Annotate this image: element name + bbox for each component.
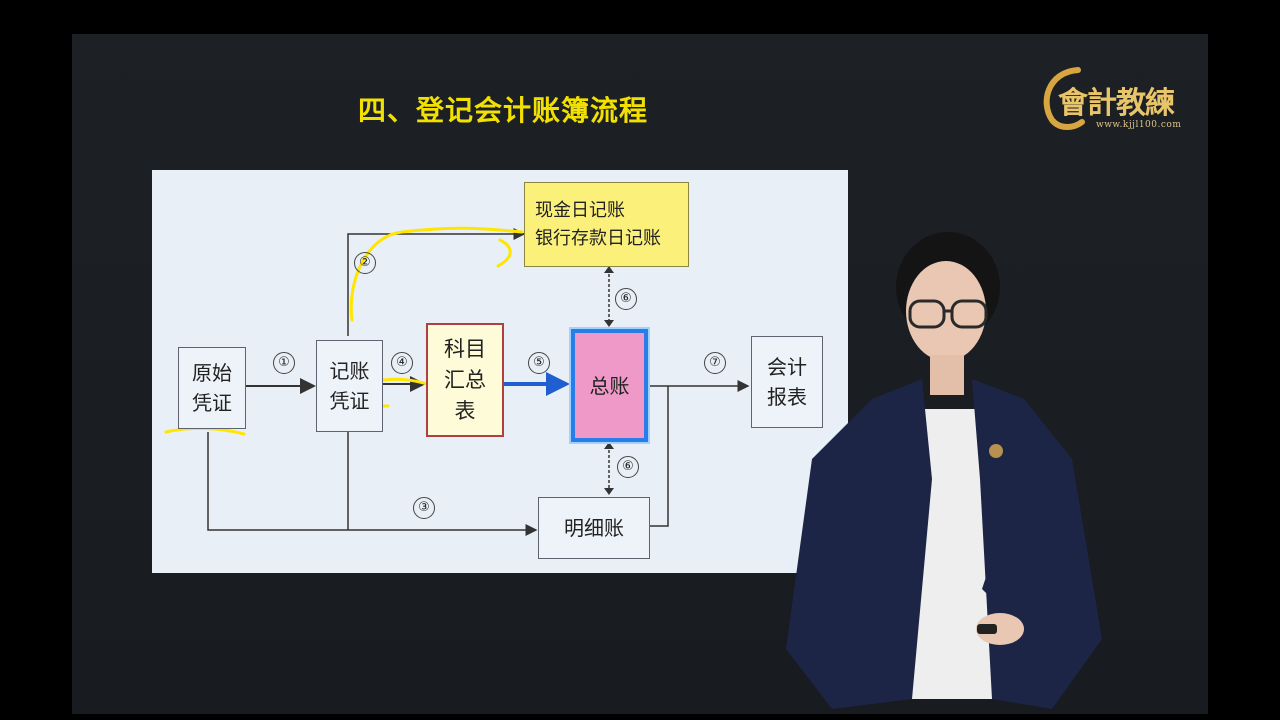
box-summary-line1: 科目 [444, 336, 486, 361]
step-1-marker: ① [273, 352, 295, 374]
annotation-hook [496, 238, 512, 268]
annotation-curve [349, 226, 524, 322]
box-detail-ledger-label: 明细账 [564, 516, 624, 540]
step-5-marker: ⑤ [528, 352, 550, 374]
brand-logo: 會計教練 www.kjjl100.com [1038, 62, 1208, 142]
box-cash-journal-line2: 银行存款日记账 [535, 227, 661, 249]
arrow-3 [207, 432, 538, 536]
box-detail-ledger: 明细账 [538, 497, 650, 559]
step-6b-marker: ⑥ [617, 456, 639, 478]
box-report-line2: 报表 [767, 385, 807, 409]
box-summary-line3: 表 [454, 398, 476, 423]
box-report-line1: 会计 [767, 355, 807, 379]
video-frame: 四、登记会计账簿流程 會計教練 www.kjjl100.com [72, 34, 1208, 714]
step-4-marker: ④ [391, 352, 413, 374]
logo-swirl-icon [1043, 67, 1085, 130]
flowchart-slide: 原始 凭证 记账 凭证 科目 汇总 表 总账 会计 报表 现金日记账 银行存款日… [152, 170, 848, 573]
arrow-2 [347, 228, 526, 336]
box-summary-line2: 汇总 [444, 367, 486, 392]
step-6a-marker: ⑥ [615, 288, 637, 310]
step-3-marker: ③ [413, 497, 435, 519]
box-accounting-voucher: 记账 凭证 [316, 340, 383, 432]
box-original-voucher-line2: 凭证 [192, 391, 232, 415]
box-general-ledger-label: 总账 [589, 373, 630, 398]
presenter-figure [786, 232, 1102, 709]
slide-title: 四、登记会计账簿流程 [358, 94, 649, 127]
box-summary-table: 科目 汇总 表 [426, 323, 504, 437]
box-accounting-voucher-line1: 记账 [329, 359, 370, 383]
box-cash-journal: 现金日记账 银行存款日记账 [524, 182, 689, 267]
annotation-underline-1 [164, 426, 246, 436]
box-cash-journal-line1: 现金日记账 [535, 199, 625, 221]
box-general-ledger: 总账 [569, 327, 650, 444]
box-original-voucher: 原始 凭证 [178, 347, 246, 429]
step-2-marker: ② [354, 252, 376, 274]
annotation-arrow-4 [382, 377, 429, 386]
logo-url: www.kjjl100.com [1096, 120, 1182, 130]
box-report: 会计 报表 [751, 336, 823, 428]
step-7-marker: ⑦ [704, 352, 726, 374]
logo-text: 會計教練 [1058, 86, 1175, 121]
box-original-voucher-line1: 原始 [192, 361, 232, 385]
box-accounting-voucher-line2: 凭证 [329, 389, 370, 413]
arrow-7b [648, 386, 669, 527]
